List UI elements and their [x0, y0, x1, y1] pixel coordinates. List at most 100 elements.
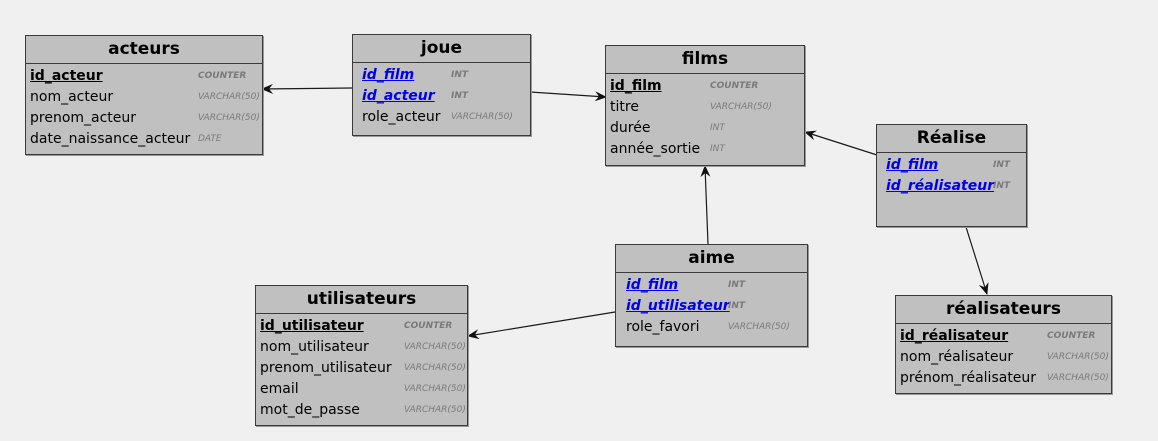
field-type: INT	[728, 280, 746, 290]
field-list: id_utilisateur COUNTER nom_utilisateur V…	[256, 314, 467, 421]
primary-key-field-name: id_utilisateur	[260, 318, 364, 334]
field-type: VARCHAR(50)	[198, 113, 260, 123]
field-name: nom_réalisateur	[900, 349, 1014, 365]
table-acteurs[interactable]: acteurs id_acteur COUNTER nom_acteur VAR…	[25, 35, 263, 155]
table-realisateurs[interactable]: réalisateurs id_réalisateur COUNTER nom_…	[895, 295, 1112, 394]
field-row[interactable]: role_favori VARCHAR(50)	[616, 317, 807, 338]
field-type: COUNTER	[1047, 331, 1096, 341]
foreign-key-field-name: id_film	[362, 67, 415, 83]
field-name: durée	[610, 120, 651, 136]
field-row[interactable]: id_film INT	[353, 65, 530, 86]
field-type: VARCHAR(50)	[198, 92, 260, 102]
field-type: INT	[993, 160, 1011, 170]
table-aime[interactable]: aime id_film INT id_utilisateur INT role…	[615, 244, 808, 347]
field-row[interactable]: id_réalisateur INT	[877, 176, 1026, 197]
field-row[interactable]: id_acteur COUNTER	[26, 66, 262, 87]
field-list: id_film COUNTER titre VARCHAR(50) durée …	[606, 74, 804, 160]
field-name: email	[260, 381, 299, 397]
field-type: COUNTER	[404, 321, 453, 331]
field-list: id_réalisateur COUNTER nom_réalisateur V…	[896, 324, 1111, 389]
table-utilisateurs[interactable]: utilisateurs id_utilisateur COUNTER nom_…	[255, 285, 468, 426]
field-name: role_favori	[626, 319, 700, 335]
table-title: Réalise	[877, 125, 1026, 153]
field-row[interactable]: id_film INT	[616, 275, 807, 296]
foreign-key-field-name: id_réalisateur	[886, 178, 995, 194]
field-type: VARCHAR(50)	[710, 102, 772, 112]
field-type: INT	[993, 181, 1011, 191]
field-name: prénom_réalisateur	[900, 370, 1037, 386]
field-row[interactable]: prénom_réalisateur VARCHAR(50)	[896, 368, 1111, 389]
field-row[interactable]: role_acteur VARCHAR(50)	[353, 107, 530, 128]
field-row[interactable]: id_utilisateur COUNTER	[256, 316, 467, 337]
field-type: VARCHAR(50)	[404, 384, 466, 394]
link-joue-films	[529, 91, 607, 102]
foreign-key-field-name: id_utilisateur	[626, 298, 730, 314]
field-name: titre	[610, 99, 639, 115]
field-row[interactable]: durée INT	[606, 118, 804, 139]
link-aime-films	[700, 165, 711, 245]
field-name: nom_utilisateur	[260, 339, 369, 355]
field-row[interactable]: id_acteur INT	[353, 86, 530, 107]
table-title: acteurs	[26, 36, 262, 64]
primary-key-field-name: id_film	[610, 78, 662, 94]
field-row[interactable]: année_sortie INT	[606, 139, 804, 160]
link-realise-realisateurs	[965, 226, 989, 295]
field-row[interactable]: prenom_acteur VARCHAR(50)	[26, 108, 262, 129]
field-row[interactable]: id_film INT	[877, 155, 1026, 176]
field-row[interactable]: date_naissance_acteur DATE	[26, 129, 262, 150]
field-row[interactable]: nom_utilisateur VARCHAR(50)	[256, 337, 467, 358]
foreign-key-field-name: id_film	[886, 157, 939, 173]
table-title: joue	[353, 35, 530, 63]
link-joue-acteurs	[261, 83, 353, 94]
field-row[interactable]: nom_réalisateur VARCHAR(50)	[896, 347, 1111, 368]
field-row[interactable]: id_film COUNTER	[606, 76, 804, 97]
primary-key-field-name: id_acteur	[30, 68, 103, 84]
link-aime-utilisateurs	[467, 311, 616, 340]
field-name: année_sortie	[610, 141, 701, 157]
field-list: id_acteur COUNTER nom_acteur VARCHAR(50)…	[26, 64, 262, 150]
field-list: id_film INT id_acteur INT role_acteur VA…	[353, 63, 530, 128]
field-type: COUNTER	[710, 81, 759, 91]
field-type: INT	[451, 70, 469, 80]
table-title: films	[606, 46, 804, 74]
field-type: DATE	[198, 134, 222, 144]
field-type: VARCHAR(50)	[404, 342, 466, 352]
table-realise[interactable]: Réalise id_film INT id_réalisateur INT	[876, 124, 1027, 227]
field-row[interactable]: id_utilisateur INT	[616, 296, 807, 317]
foreign-key-field-name: id_film	[626, 277, 679, 293]
link-realise-films	[804, 130, 878, 156]
table-joue[interactable]: joue id_film INT id_acteur INT role_acte…	[352, 34, 531, 136]
field-type: VARCHAR(50)	[404, 363, 466, 373]
table-title: réalisateurs	[896, 296, 1111, 324]
field-name: date_naissance_acteur	[30, 131, 191, 147]
table-title: utilisateurs	[256, 286, 467, 314]
field-name: mot_de_passe	[260, 402, 360, 418]
foreign-key-field-name: id_acteur	[362, 88, 435, 104]
field-row[interactable]: mot_de_passe VARCHAR(50)	[256, 400, 467, 421]
field-type: VARCHAR(50)	[728, 322, 790, 332]
field-row[interactable]: email VARCHAR(50)	[256, 379, 467, 400]
field-type: COUNTER	[198, 71, 247, 81]
field-list: id_film INT id_utilisateur INT role_favo…	[616, 273, 807, 338]
field-row[interactable]: titre VARCHAR(50)	[606, 97, 804, 118]
field-type: INT	[710, 144, 725, 154]
field-name: role_acteur	[362, 109, 441, 125]
field-row[interactable]: nom_acteur VARCHAR(50)	[26, 87, 262, 108]
field-row[interactable]: prenom_utilisateur VARCHAR(50)	[256, 358, 467, 379]
field-type: VARCHAR(50)	[404, 405, 466, 415]
primary-key-field-name: id_réalisateur	[900, 328, 1009, 344]
table-films[interactable]: films id_film COUNTER titre VARCHAR(50) …	[605, 45, 805, 166]
table-title: aime	[616, 245, 807, 273]
field-list: id_film INT id_réalisateur INT	[877, 153, 1026, 197]
field-name: nom_acteur	[30, 89, 114, 105]
field-type: INT	[728, 301, 746, 311]
field-type: VARCHAR(50)	[451, 112, 513, 122]
field-type: INT	[451, 91, 469, 101]
field-name: prenom_acteur	[30, 110, 137, 126]
field-type: VARCHAR(50)	[1047, 352, 1109, 362]
field-type: VARCHAR(50)	[1047, 373, 1109, 383]
field-name: prenom_utilisateur	[260, 360, 392, 376]
field-type: INT	[710, 123, 725, 133]
field-row[interactable]: id_réalisateur COUNTER	[896, 326, 1111, 347]
